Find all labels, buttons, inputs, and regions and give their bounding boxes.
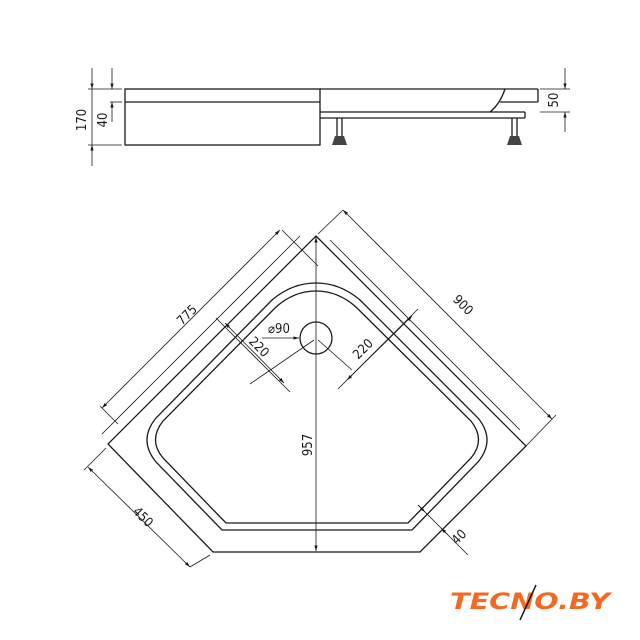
support-leg — [332, 118, 347, 145]
dim-drain-diameter: ⌀90 — [268, 322, 290, 337]
tecno-by-logo: TECNO.BY — [450, 584, 613, 621]
side-view: 170 40 50 — [75, 68, 570, 166]
support-leg — [507, 118, 522, 145]
dim-total-height: 170 — [75, 109, 90, 131]
dim-drain-right: 220 — [350, 336, 376, 362]
dim-long-side: 900 — [449, 292, 475, 318]
dim-diagonal: 957 — [301, 434, 316, 456]
side-front-panel — [124, 88, 321, 146]
dim-front-facet: 450 — [129, 504, 155, 530]
dim-rim-width: 40 — [449, 527, 470, 548]
plan-view: 957 775 900 450 220 220 ⌀90 40 — [83, 209, 557, 568]
inner-rim — [146, 282, 488, 531]
dim-tray: 50 — [547, 93, 562, 108]
dim-rim: 40 — [96, 113, 111, 128]
dim-short-side: 775 — [174, 302, 200, 328]
